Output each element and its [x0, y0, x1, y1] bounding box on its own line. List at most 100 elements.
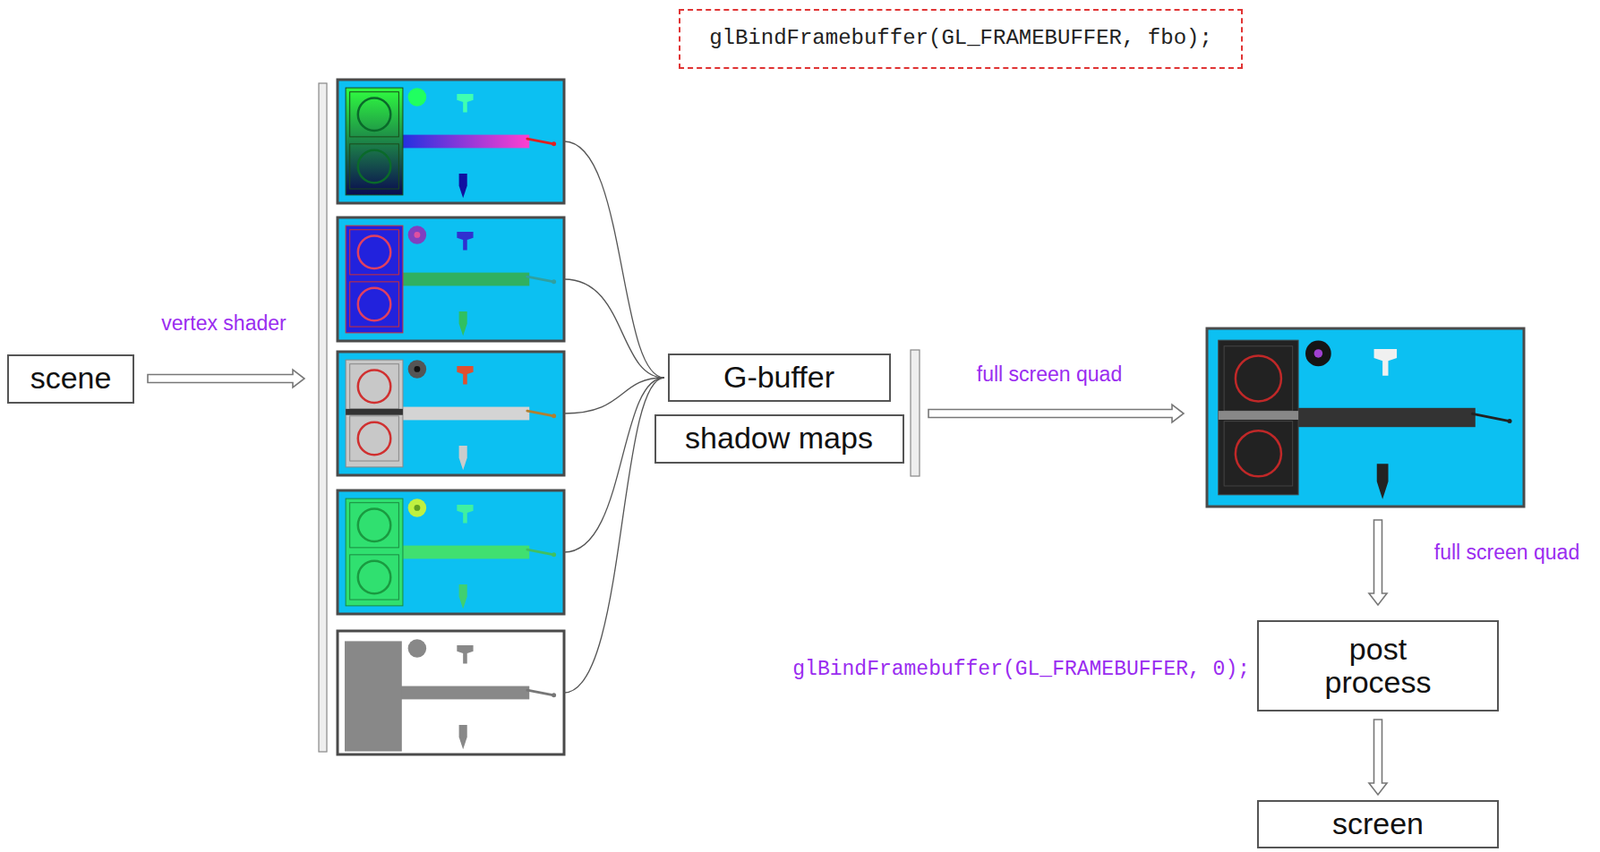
- small-part: [459, 584, 468, 609]
- disc: [408, 87, 428, 107]
- disc: [408, 225, 428, 245]
- block-ring: [358, 288, 391, 321]
- panel-frame: [337, 631, 565, 755]
- t-part: [456, 645, 473, 665]
- box-label: post process: [1310, 633, 1446, 701]
- hollow-arrow: [928, 404, 1184, 423]
- handle-tip: [551, 552, 557, 557]
- panel-frame: [337, 79, 565, 204]
- disc-center: [1314, 349, 1324, 359]
- disc: [408, 359, 428, 379]
- panel-frame: [1206, 328, 1524, 507]
- block-ring: [358, 370, 391, 403]
- disc-center: [413, 366, 420, 373]
- process-box: scene: [7, 354, 135, 404]
- block-ring: [1235, 355, 1282, 402]
- block-shape: [344, 641, 403, 752]
- t-part: [456, 231, 473, 251]
- lit-result-image: [1206, 328, 1524, 507]
- block-ring: [358, 98, 391, 131]
- gbuffer-panel-5: [337, 631, 565, 755]
- step-label: vertex shader: [161, 312, 286, 335]
- tool-bar: [401, 135, 531, 149]
- process-box: shadow maps: [654, 414, 905, 464]
- gbuffer-panel-3: [337, 351, 565, 476]
- tool-bar: [1295, 408, 1476, 428]
- block-cell: [1223, 421, 1293, 487]
- step-label: full screen quad: [1434, 541, 1580, 565]
- process-box: G-buffer: [667, 353, 891, 403]
- block-ring: [358, 509, 391, 542]
- process-box: screen: [1257, 800, 1499, 849]
- tool-bar: [401, 546, 531, 560]
- block-cell: [1223, 346, 1293, 411]
- disc-center: [413, 504, 420, 512]
- block-shape: [345, 498, 403, 607]
- right-bracket-bar: [910, 350, 920, 477]
- disc: [408, 639, 428, 659]
- merge-curve: [564, 141, 665, 378]
- small-part: [1377, 463, 1389, 499]
- handle-tip: [551, 413, 557, 419]
- block-cell: [350, 555, 400, 600]
- gbuffer-panel-4: [337, 490, 565, 615]
- handle-tip: [551, 141, 557, 146]
- small-part: [459, 173, 468, 198]
- tool-handle: [1472, 413, 1510, 421]
- block-shape: [345, 359, 403, 468]
- small-part: [459, 725, 468, 750]
- gbuffer-panel-2: [337, 217, 565, 342]
- panel-frame: [337, 490, 565, 615]
- block-shape: [345, 87, 403, 196]
- t-part: [456, 366, 473, 386]
- left-bracket-bar: [318, 83, 327, 753]
- tool-handle: [527, 138, 555, 145]
- block-ring: [358, 150, 391, 183]
- t-part: [456, 94, 473, 113]
- t-part: [456, 504, 473, 524]
- code-label: glBindFramebuffer(GL_FRAMEBUFFER, 0);: [792, 658, 1250, 682]
- small-part: [459, 445, 468, 471]
- disc: [1305, 341, 1332, 368]
- tool-bar: [401, 273, 531, 287]
- disc: [408, 498, 428, 518]
- block-ring: [1235, 430, 1282, 477]
- block-cell: [350, 364, 400, 410]
- gbuffer-panel-1: [337, 79, 565, 204]
- block-cell: [350, 92, 400, 137]
- block-shape: [1218, 340, 1299, 496]
- block-ring: [358, 422, 391, 455]
- merge-curve: [564, 377, 665, 694]
- box-label: shadow maps: [684, 421, 873, 455]
- merge-curve: [564, 377, 665, 553]
- merge-curve: [564, 377, 665, 414]
- block-shape: [345, 225, 403, 334]
- handle-tip: [551, 693, 557, 698]
- box-label: scene: [30, 361, 112, 395]
- disc-center: [413, 231, 420, 239]
- tool-handle: [527, 410, 555, 417]
- tool-handle: [527, 549, 555, 556]
- tool-handle: [527, 690, 555, 696]
- block-cell: [350, 416, 400, 462]
- step-label: full screen quad: [976, 363, 1122, 386]
- merge-curve: [564, 279, 665, 378]
- tool-handle: [527, 276, 555, 283]
- block-ring: [358, 236, 391, 269]
- handle-tip: [551, 279, 557, 284]
- hollow-arrow-connector: [1368, 719, 1387, 796]
- code-callout-box: glBindFramebuffer(GL_FRAMEBUFFER, fbo);: [678, 8, 1243, 69]
- panel-frame: [337, 217, 565, 342]
- block-cell: [350, 230, 400, 275]
- hollow-arrow: [1368, 520, 1387, 606]
- handle-tip: [1507, 419, 1513, 424]
- box-label: G-buffer: [723, 360, 835, 394]
- small-part: [459, 311, 468, 336]
- block-cell: [350, 503, 400, 548]
- process-box: post process: [1257, 620, 1499, 712]
- box-label: screen: [1332, 807, 1424, 841]
- block-cell: [350, 282, 400, 327]
- hazard-stripe: [1218, 410, 1299, 420]
